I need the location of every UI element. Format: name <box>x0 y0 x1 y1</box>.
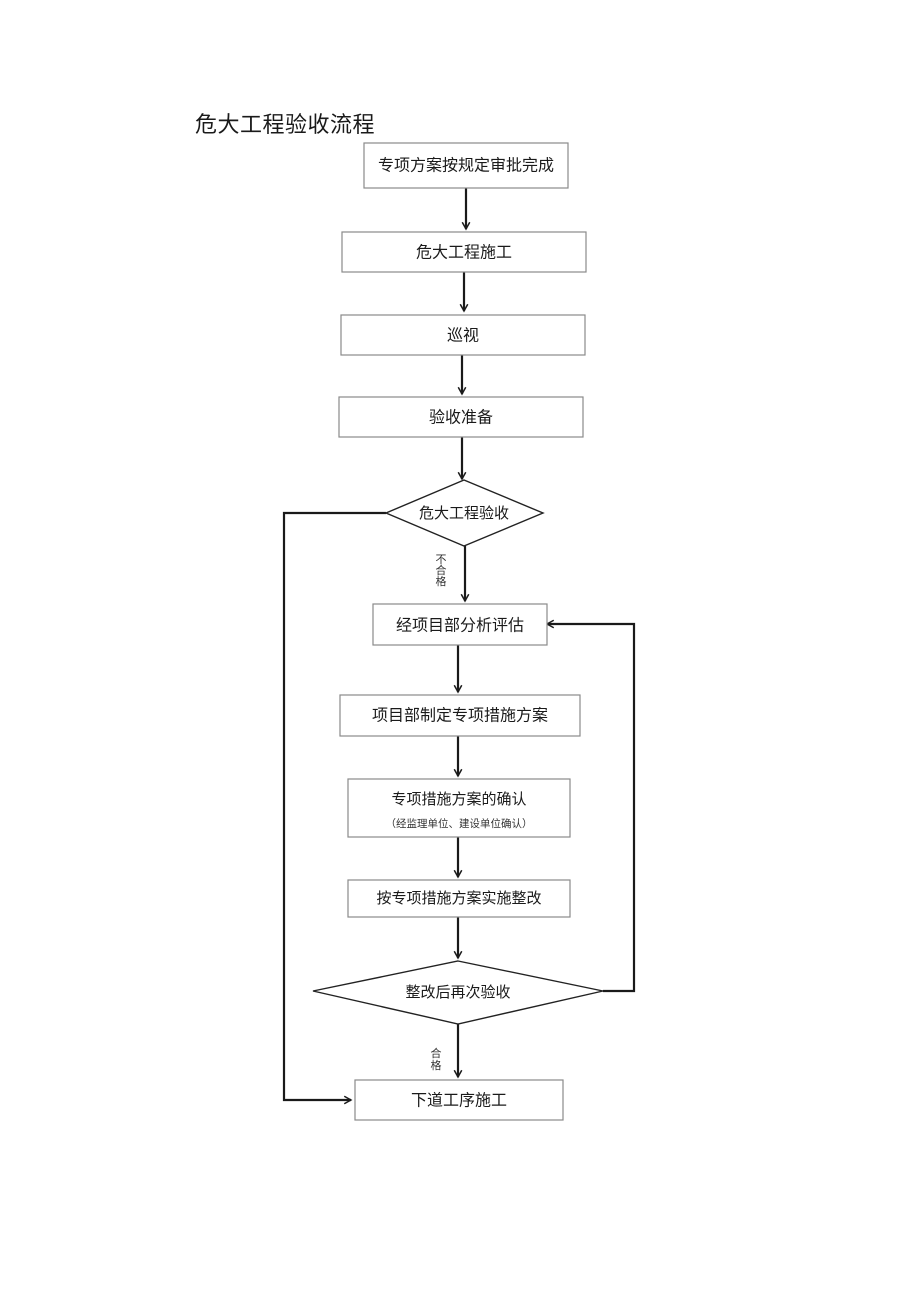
node-inspection: 巡视 <box>340 314 586 356</box>
node-analysis: 经项目部分析评估 <box>372 603 548 646</box>
decision-acceptance-check-label: 危大工程验收 <box>419 504 509 522</box>
edge-label-pass-char-2: 格 <box>431 1058 442 1072</box>
edge-label-fail-char-2: 合 <box>436 563 447 577</box>
node-measures-confirm: 专项措施方案的确认 （经监理单位、建设单位确认） <box>347 778 571 838</box>
decision-reacceptance-check-label: 整改后再次验收 <box>405 983 510 1001</box>
node-measures-confirm-label: 专项措施方案的确认 <box>391 790 526 808</box>
node-acceptance-prep-label: 验收准备 <box>429 408 493 427</box>
edge-label-fail-char-3: 格 <box>436 574 447 588</box>
node-next-step: 下道工序施工 <box>354 1079 564 1121</box>
page-title: 危大工程验收流程 <box>195 113 376 138</box>
node-plan-approved-label: 专项方案按规定审批完成 <box>378 156 554 175</box>
connector-acceptance-pass-to-next <box>282 511 386 1100</box>
node-plan-approved: 专项方案按规定审批完成 <box>363 142 569 189</box>
node-next-step-label: 下道工序施工 <box>411 1091 507 1110</box>
node-construction-label: 危大工程施工 <box>416 243 512 262</box>
node-analysis-label: 经项目部分析评估 <box>396 616 524 635</box>
node-measures-confirm-note: （经监理单位、建设单位确认） <box>386 817 533 830</box>
edge-label-fail-char-1: 不 <box>436 553 447 566</box>
decision-acceptance-check: 危大工程验收 <box>384 479 545 547</box>
node-rectification-label: 按专项措施方案实施整改 <box>376 889 541 907</box>
connector-reacceptance-fail-loop <box>547 624 636 993</box>
node-measures-plan: 项目部制定专项措施方案 <box>339 694 581 737</box>
node-inspection-label: 巡视 <box>447 326 479 345</box>
node-rectification: 按专项措施方案实施整改 <box>347 879 571 918</box>
node-acceptance-prep: 验收准备 <box>338 396 584 438</box>
node-measures-plan-label: 项目部制定专项措施方案 <box>372 706 548 725</box>
edge-label-pass-char-1: 合 <box>431 1046 442 1060</box>
decision-reacceptance-check: 整改后再次验收 <box>312 960 604 1025</box>
node-construction: 危大工程施工 <box>341 231 587 273</box>
